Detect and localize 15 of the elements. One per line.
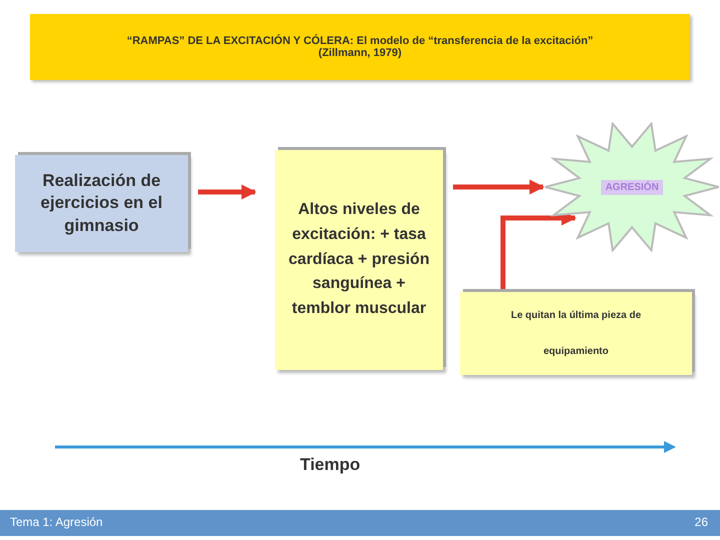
box-text: Realización de ejercicios en el gimnasio [40, 170, 164, 237]
axis-label: Tiempo [300, 455, 360, 475]
footer-text: Tema 1: Agresión [10, 515, 103, 529]
arrow [198, 184, 256, 200]
box-text: Le quitan la última pieza de [510, 309, 642, 322]
arrow [453, 180, 544, 194]
page-number: 26 [694, 515, 708, 529]
burst-label: AGRESIÓN [601, 180, 663, 194]
process-box [15, 155, 188, 252]
process-box [275, 150, 443, 370]
title-text: “RAMPAS” DE LA EXCITACIÓN Y CÓLERA: El modelo de “transferencia de la excitación” (Zillmann, 1979) [126, 35, 594, 59]
process-box [460, 292, 692, 375]
box-text: Altos niveles de excitación: + tasa cardíaca + presión sanguínea + temblor muscular [288, 200, 430, 320]
starburst-shape [545, 122, 719, 252]
box-text: equipamiento [543, 344, 608, 358]
